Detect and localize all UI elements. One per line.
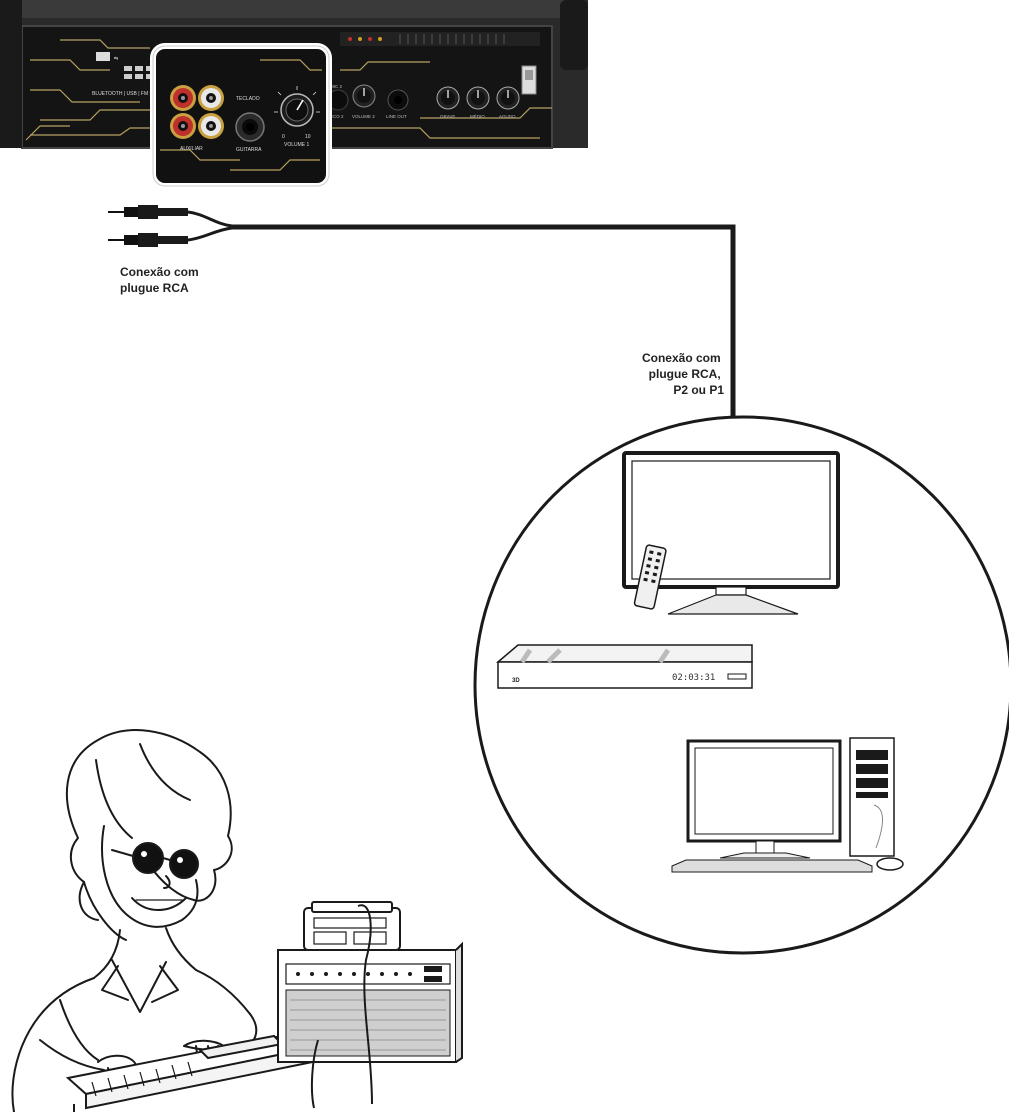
medio-label: MÉDIO — [470, 113, 485, 119]
amplifier-illustration — [278, 902, 462, 1108]
rca-plug-bottom — [108, 233, 188, 247]
medio-knob — [467, 87, 489, 109]
volume2-knob — [353, 85, 375, 107]
bluray-player-icon: 02:03:31 3D — [498, 645, 752, 688]
agudo-knob — [497, 87, 519, 109]
player-disc-slot — [728, 674, 746, 679]
auxiliar-label: AUXILIAR — [180, 146, 203, 152]
vol-min-label: 0 — [282, 134, 285, 140]
rca-plug-top — [108, 205, 188, 219]
input-inset: AUXILIAR TECLADO GUITARRA 0 10 VOLUME 1 — [153, 46, 329, 186]
eco-label: ECO 2 — [330, 114, 344, 119]
volume1-label: VOLUME 1 — [284, 142, 310, 148]
computer-tower-icon — [850, 738, 894, 856]
rca-cable — [108, 205, 733, 420]
rca-jack-white-top — [198, 85, 224, 111]
usb-port — [96, 52, 110, 61]
callout-left: Conexão com plugue RCA — [120, 265, 202, 295]
grave-label: GRAVE — [440, 114, 455, 119]
callout-right: Conexão com plugue RCA, P2 ou P1 — [642, 351, 724, 397]
devices-circle: 02:03:31 3D — [475, 417, 1009, 953]
vol-max-label: 10 — [305, 134, 311, 140]
guitarra-label: GUITARRA — [236, 147, 262, 153]
player-logo: 3D — [512, 678, 520, 684]
guitarra-jack — [236, 113, 264, 141]
agudo-label: AGUDO — [499, 114, 516, 119]
bluetooth-label: BLUETOOTH | USB | FM | AF — [92, 91, 158, 97]
usb-icon: ⇆ — [114, 56, 118, 62]
vent-strip — [340, 32, 540, 46]
volume2-label: VOLUME 2 — [352, 114, 375, 119]
grave-knob — [437, 87, 459, 109]
line-out-label: LINE OUT — [386, 114, 407, 119]
teclado-label: TECLADO — [236, 96, 260, 102]
hair — [67, 730, 232, 920]
mouse-icon — [877, 858, 903, 870]
rca-jack-white-bottom — [198, 113, 224, 139]
rca-jack-red-bottom — [170, 113, 196, 139]
rca-jack-red-top — [170, 85, 196, 111]
player-display: 02:03:31 — [672, 673, 715, 683]
